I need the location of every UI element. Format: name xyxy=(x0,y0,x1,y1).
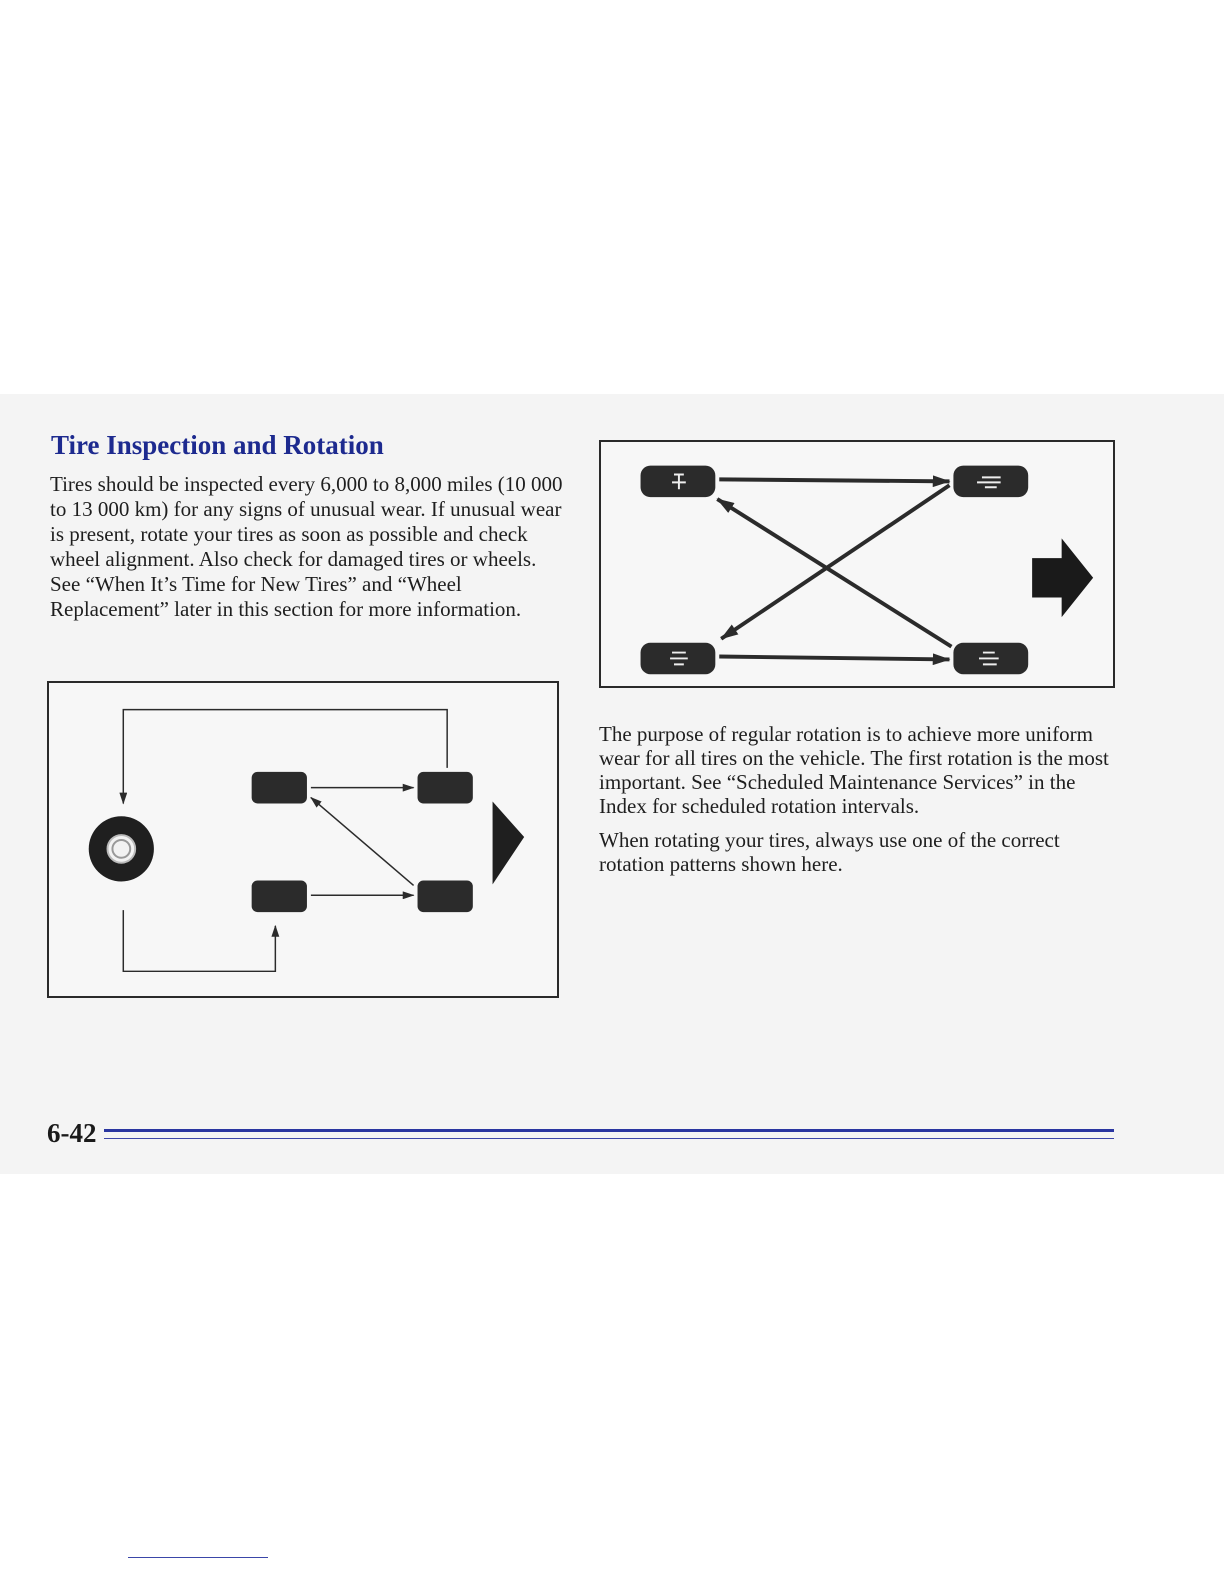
footer-rule-thin xyxy=(104,1138,1114,1139)
five-tire-rotation-diagram-icon xyxy=(88,708,525,973)
forward-direction-icon xyxy=(492,801,525,885)
four-tire-cross-rotation-diagram-icon xyxy=(640,465,1094,675)
rear-right-tire-icon xyxy=(417,880,473,913)
front-left-tire-icon xyxy=(640,465,716,498)
five-tire-rotation-figure xyxy=(47,681,559,998)
divider-line xyxy=(128,1557,268,1558)
front-right-tire-icon xyxy=(953,465,1029,498)
rotation-patterns-paragraph: When rotating your tires, always use one… xyxy=(599,828,1060,876)
front-left-tire-icon xyxy=(251,771,307,804)
footer-rule xyxy=(104,1129,1114,1132)
rear-right-tire-icon xyxy=(953,642,1029,675)
four-tire-rotation-figure xyxy=(599,440,1115,688)
right-column-text: The purpose of regular rotation is to ac… xyxy=(599,722,1109,886)
forward-direction-icon xyxy=(1032,538,1094,618)
rear-left-tire-icon xyxy=(640,642,716,675)
front-right-tire-icon xyxy=(417,771,473,804)
spare-tire-icon xyxy=(88,816,154,882)
section-title: Tire Inspection and Rotation xyxy=(51,430,384,460)
intro-paragraph: Tires should be inspected every 6,000 to… xyxy=(50,472,563,621)
rear-left-tire-icon xyxy=(251,880,307,913)
page-number: 6-42 xyxy=(47,1118,97,1148)
rotation-purpose-paragraph: The purpose of regular rotation is to ac… xyxy=(599,722,1109,818)
